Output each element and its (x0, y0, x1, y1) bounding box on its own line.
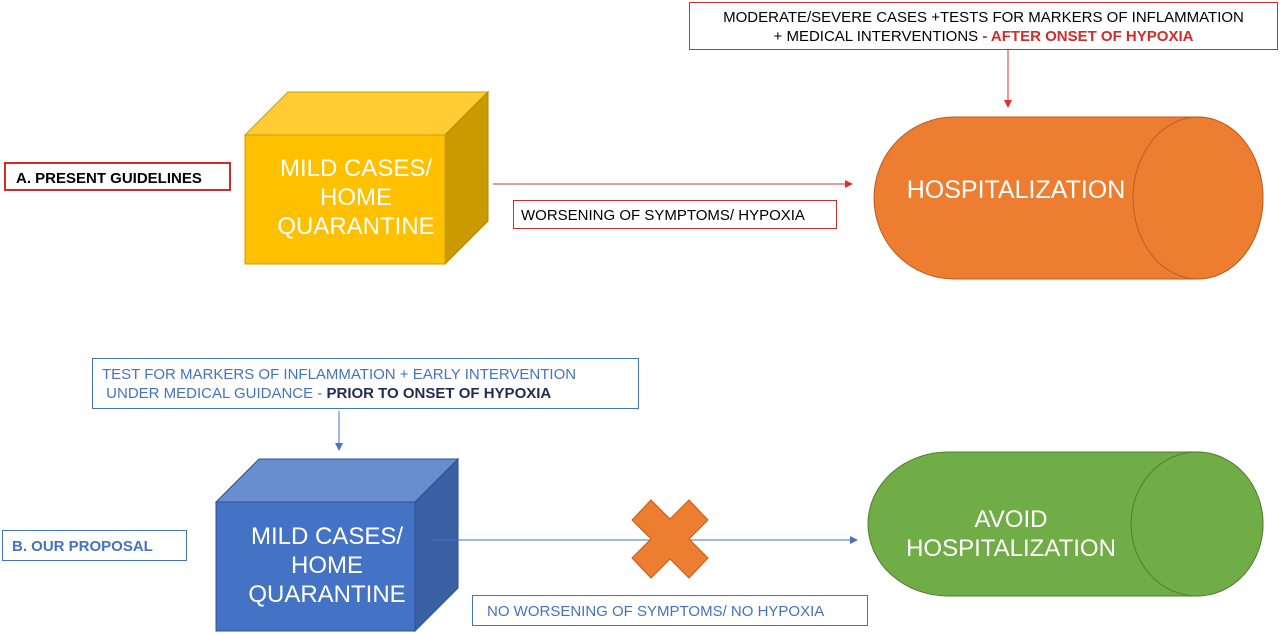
worsening-label: WORSENING OF SYMPTOMS/ HYPOXIA (513, 200, 837, 229)
early-intervention-line2-prefix: UNDER MEDICAL GUIDANCE - (106, 385, 327, 402)
present-guidelines-label: A. PRESENT GUIDELINES (4, 162, 231, 191)
early-intervention-line2: UNDER MEDICAL GUIDANCE - PRIOR TO ONSET … (102, 384, 638, 403)
our-proposal-text: B. OUR PROPOSAL (12, 538, 153, 555)
cube-b-line3: QUARANTINE (248, 581, 406, 608)
present-guidelines-text: A. PRESENT GUIDELINES (16, 170, 202, 187)
hospitalization-line1: HOSPITALIZATION (906, 176, 1126, 204)
moderate-severe-line2-prefix: + MEDICAL INTERVENTIONS (773, 28, 983, 45)
after-onset-hypoxia-highlight: - AFTER ONSET OF HYPOXIA (982, 28, 1194, 45)
cube-a-line1: MILD CASES/ (279, 155, 433, 182)
our-proposal-label: B. OUR PROPOSAL (2, 530, 187, 561)
no-worsening-label: NO WORSENING OF SYMPTOMS/ NO HYPOXIA (472, 595, 868, 626)
avoid-hospitalization-label: AVOID HOSPITALIZATION (868, 505, 1154, 563)
early-intervention-note: TEST FOR MARKERS OF INFLAMMATION + EARLY… (92, 358, 639, 409)
cross-icon (631, 499, 709, 579)
moderate-severe-line1: MODERATE/SEVERE CASES +TESTS FOR MARKERS… (723, 9, 1244, 26)
hospitalization-label: HOSPITALIZATION (873, 176, 1159, 205)
moderate-severe-note: MODERATE/SEVERE CASES +TESTS FOR MARKERS… (689, 2, 1278, 50)
cube-b-line2: HOME (291, 552, 363, 579)
early-intervention-line1: TEST FOR MARKERS OF INFLAMMATION + EARLY… (102, 366, 577, 383)
worsening-text: WORSENING OF SYMPTOMS/ HYPOXIA (521, 207, 805, 224)
avoid-hospitalization-line2: HOSPITALIZATION (906, 535, 1116, 562)
cylinder-avoid-hospitalization (867, 451, 1264, 597)
cube-a-line3: QUARANTINE (277, 213, 435, 240)
cube-a-label: MILD CASES/ HOME QUARANTINE (245, 154, 467, 241)
prior-onset-hypoxia-highlight: PRIOR TO ONSET OF HYPOXIA (326, 385, 552, 402)
avoid-hospitalization-line1: AVOID (974, 506, 1048, 533)
cube-a-line2: HOME (320, 184, 392, 211)
cylinder-hospitalization (873, 116, 1264, 280)
cube-b-line1: MILD CASES/ (250, 523, 404, 550)
moderate-severe-line2: + MEDICAL INTERVENTIONS - AFTER ONSET OF… (690, 27, 1277, 46)
cube-b-label: MILD CASES/ HOME QUARANTINE (216, 522, 438, 609)
cube-mild-cases-a (243, 90, 490, 266)
cube-mild-cases-b (214, 457, 460, 633)
no-worsening-text: NO WORSENING OF SYMPTOMS/ NO HYPOXIA (487, 603, 825, 620)
